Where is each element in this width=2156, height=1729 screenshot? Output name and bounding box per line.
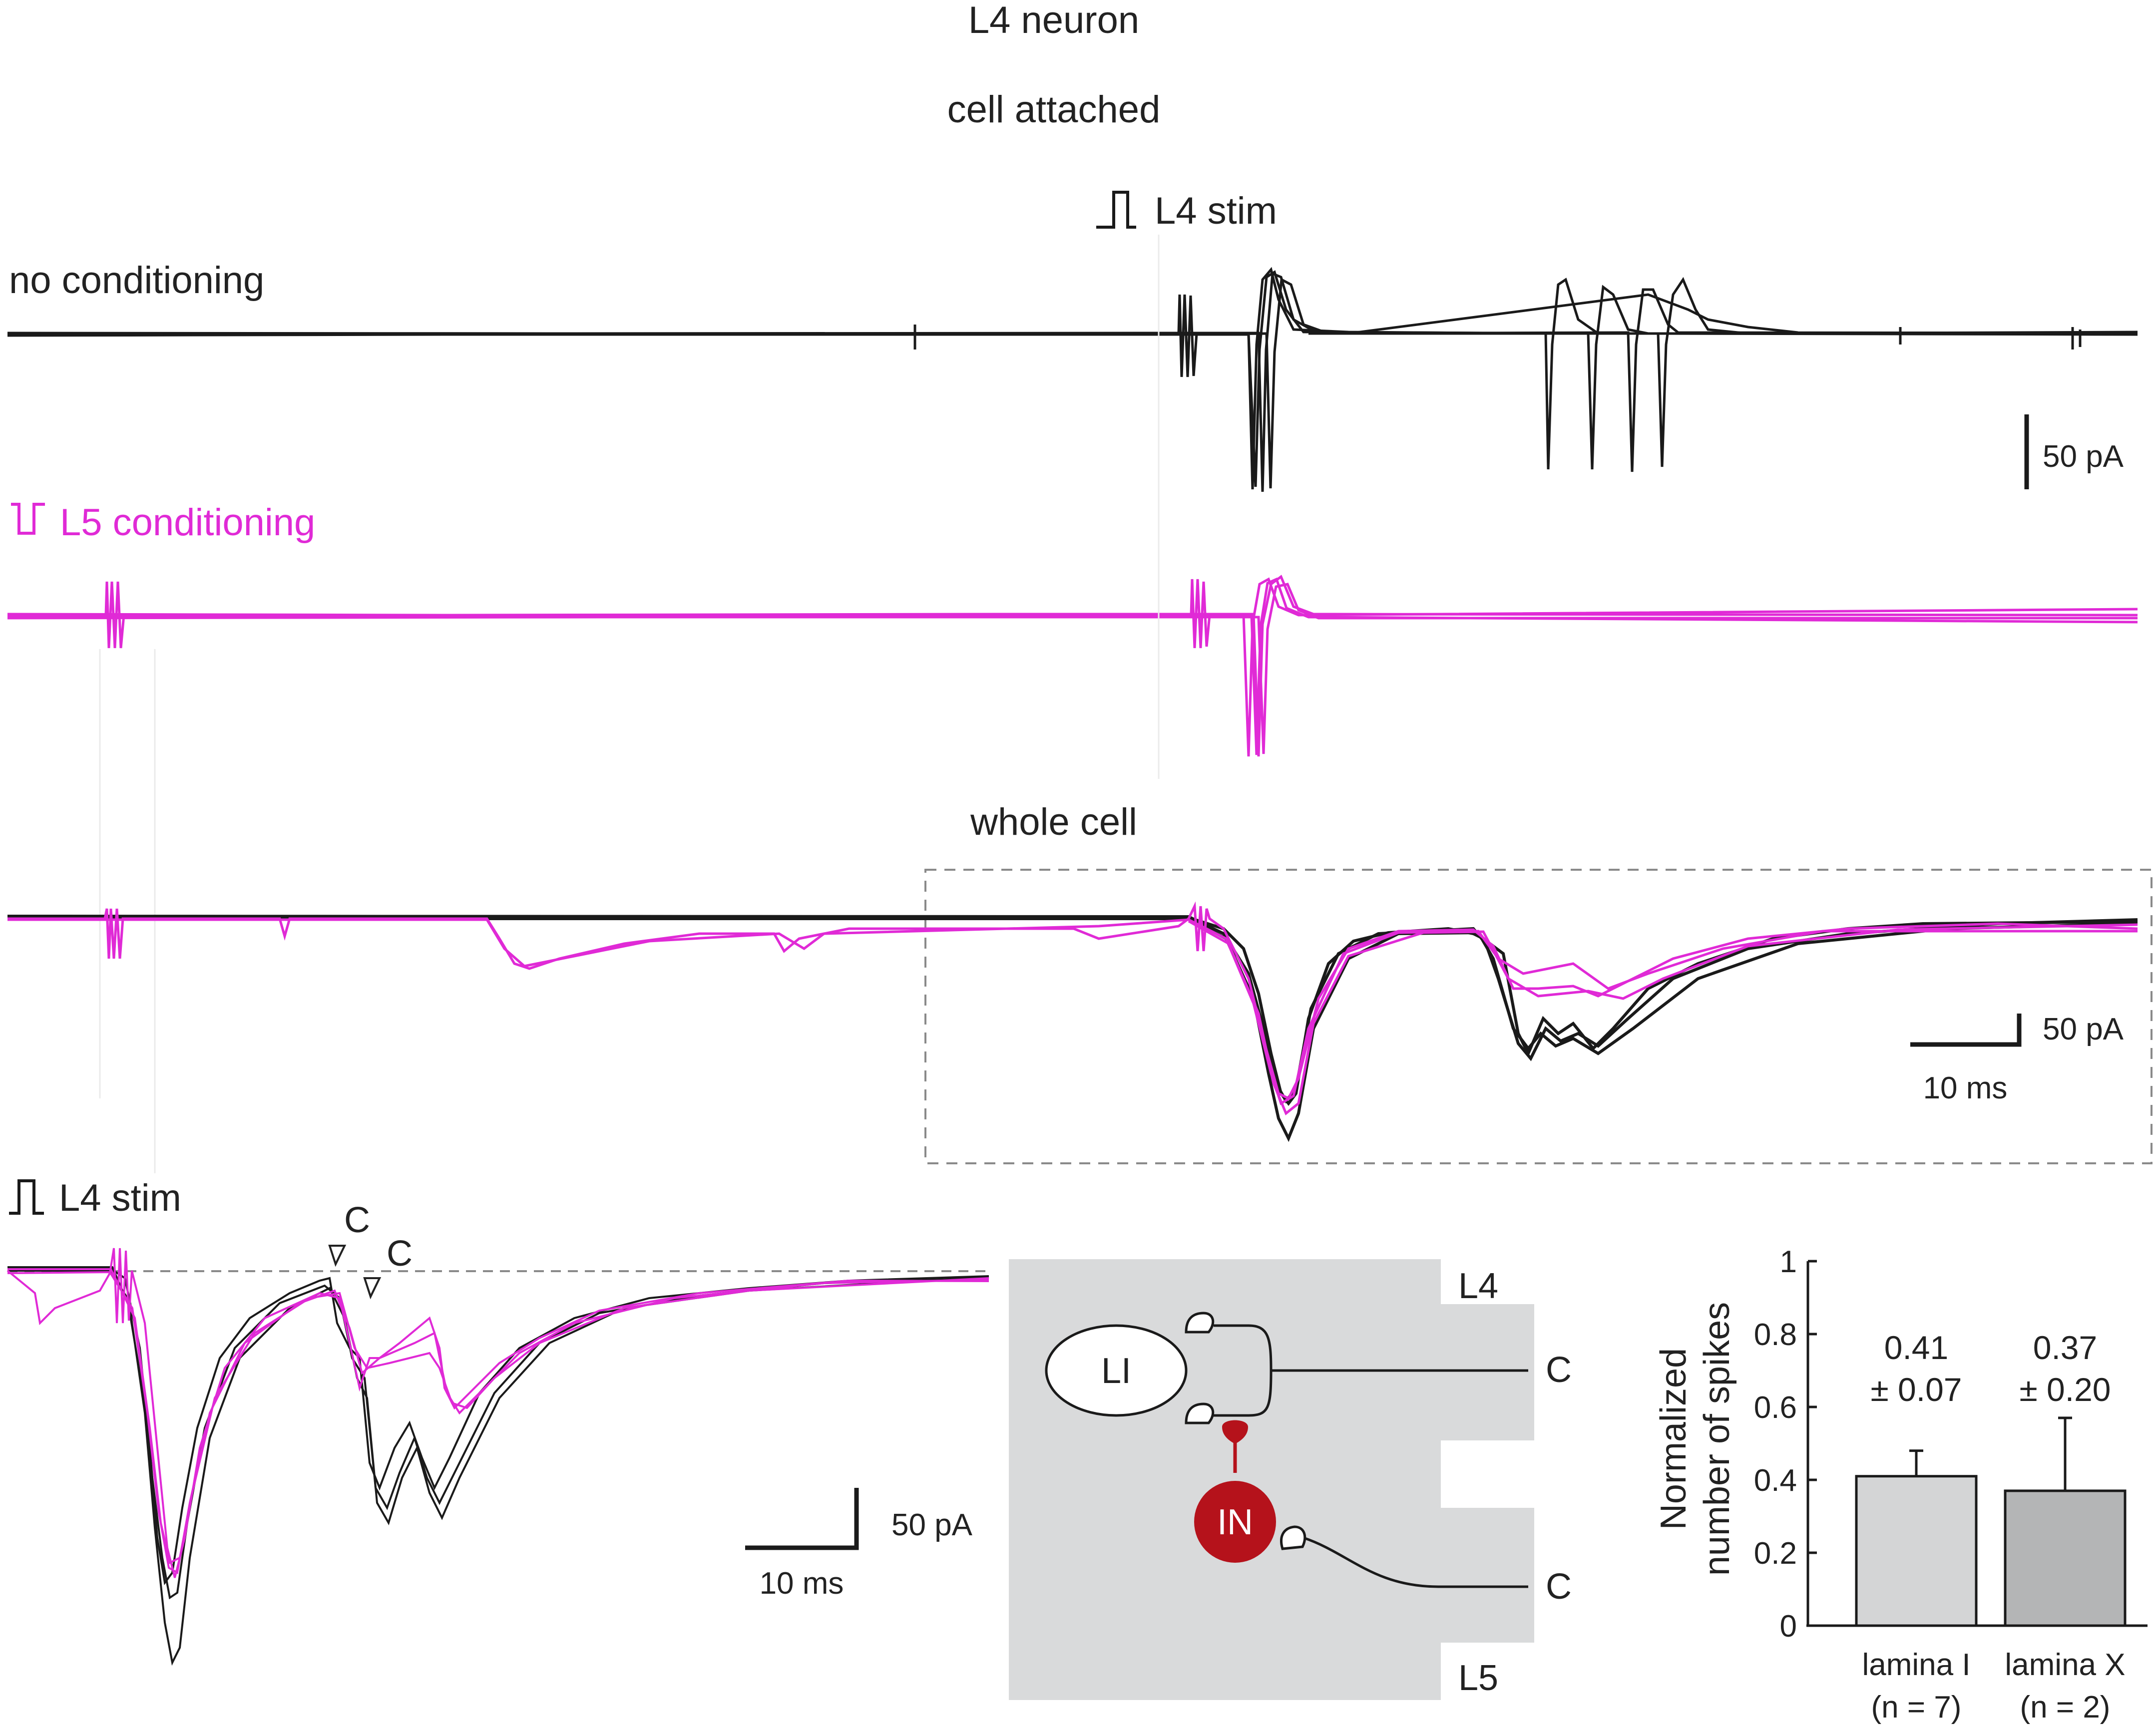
whole-cell-control-3 — [7, 917, 2138, 1142]
c-fiber-upper — [1214, 1324, 1528, 1417]
synapse-in — [1280, 1525, 1306, 1550]
circuit-diagram: L4 L5 LI IN C C — [1009, 1259, 1572, 1700]
c-fiber-markers: C C — [328, 1200, 413, 1300]
conditioned-trace-2 — [7, 577, 2138, 755]
scale-50pA-label-1: 50 pA — [2043, 439, 2124, 474]
category-label-1: lamina X — [2005, 1648, 2125, 1682]
inset-conditioned-3 — [7, 1268, 989, 1564]
scale-10ms-label-2: 10 ms — [760, 1566, 844, 1601]
scale-50pA-label-3: 50 pA — [891, 1508, 973, 1542]
synapse-top — [1185, 1312, 1215, 1334]
no-conditioning-label: no conditioning — [9, 259, 264, 302]
y-tick-label-2: 0.4 — [1754, 1463, 1797, 1498]
control-trace-3 — [7, 272, 2138, 492]
scale-bar-whole-cell: 50 pA 10 ms — [1910, 1012, 2124, 1105]
diagram-LI: LI — [1101, 1351, 1131, 1391]
diagram-C-lower: C — [1546, 1567, 1572, 1607]
inset-conditioned-1 — [6, 1248, 989, 1578]
scale-bar-inset: 50 pA 10 ms — [745, 1488, 973, 1601]
scale-50pA-label-2: 50 pA — [2043, 1012, 2124, 1046]
inset-conditioned-traces — [6, 1248, 989, 1578]
lamina-i-neuron — [1045, 1324, 1188, 1417]
diagram-C-upper: C — [1546, 1350, 1572, 1390]
bar-mean-label-0: 0.41 — [1884, 1329, 1948, 1366]
bar-sem-label-1: ± 0.20 — [2019, 1371, 2111, 1408]
whole-cell-conditioned-2 — [7, 918, 2138, 1105]
l4-stim-text-top: L4 stim — [1155, 190, 1277, 232]
l4-stim-label-top: L4 stim — [1096, 190, 1277, 232]
y-tick-label-4: 0.8 — [1754, 1318, 1797, 1352]
inset-dashed-box — [924, 869, 2153, 1164]
figure-title: L4 neuron — [968, 0, 1139, 41]
scale-bar-cell-attached: 50 pA — [2024, 414, 2124, 489]
l5-conditioning-text: L5 conditioning — [60, 501, 315, 544]
y-ticks: 0 0.2 0.4 0.6 0.8 1 — [1754, 1245, 1817, 1644]
bars: 0.41 ± 0.07 lamina I (n = 7) 0.37 ± 0.20 lamin… — [1855, 1329, 2127, 1725]
l4-stim-label-bottom: L4 stim — [9, 1177, 181, 1219]
scale-bar-l-inset — [745, 1488, 859, 1550]
whole-cell-control-traces — [7, 915, 2138, 1142]
whole-cell-control-2 — [7, 915, 2138, 1104]
interneuron-terminal — [1222, 1420, 1248, 1444]
c-label-1: C — [344, 1200, 370, 1240]
interneuron — [1194, 1481, 1276, 1563]
y-axis-label-line2: number of spikes — [1697, 1302, 1737, 1576]
stim-alignment-guides — [99, 235, 1160, 1173]
open-triangle-arrowhead-icon — [363, 1277, 382, 1300]
cell-attached-heading: cell attached — [947, 88, 1161, 131]
c-label-2: C — [387, 1234, 413, 1274]
category-n-label-0: (n = 7) — [1871, 1690, 1962, 1725]
l4-stim-text-bottom: L4 stim — [59, 1177, 181, 1219]
whole-cell-conditioned-traces — [7, 901, 2138, 1116]
y-tick-label-3: 0.6 — [1754, 1390, 1797, 1425]
control-trace-1 — [7, 267, 2138, 490]
bar-0 — [1855, 1475, 1978, 1627]
pulse-up-icon — [9, 1179, 44, 1215]
cell-attached-control-traces — [7, 267, 2138, 492]
bar-1 — [2004, 1489, 2127, 1627]
l5-conditioning-label: L5 conditioning — [11, 501, 315, 544]
scale-bar-l — [1910, 1014, 2022, 1047]
synapse-bottom — [1185, 1402, 1215, 1424]
y-tick-label-0: 0 — [1780, 1609, 1797, 1644]
whole-cell-conditioned-1 — [7, 901, 2138, 1100]
y-tick-label-5: 1 — [1780, 1245, 1797, 1279]
diagram-L5: L5 — [1458, 1658, 1498, 1698]
conditioned-trace-3 — [7, 575, 2138, 757]
pulse-down-icon — [11, 503, 45, 535]
conditioned-trace-1 — [7, 577, 2138, 757]
scale-10ms-label-1: 10 ms — [1923, 1071, 2008, 1105]
control-trace-4 — [7, 277, 2138, 489]
bar-sem-label-0: ± 0.07 — [1870, 1371, 1962, 1408]
bar-chart: Normalized number of spikes 0 0.2 0.4 0.6 0.… — [1654, 1245, 2148, 1725]
spinal-cord-slice — [1009, 1259, 1534, 1700]
y-tick-label-1: 0.2 — [1754, 1536, 1797, 1571]
diagram-IN: IN — [1217, 1502, 1253, 1542]
c-fiber-lower — [1303, 1536, 1528, 1588]
bar-mean-label-1: 0.37 — [2033, 1329, 2097, 1366]
y-axis-label-line1: Normalized — [1654, 1348, 1694, 1530]
conditioned-trace-4 — [7, 583, 2138, 754]
pulse-up-icon — [1096, 191, 1136, 229]
whole-cell-control-1 — [7, 916, 2138, 1106]
category-label-0: lamina I — [1862, 1648, 1970, 1682]
cell-attached-conditioned-traces — [7, 575, 2138, 757]
category-n-label-1: (n = 2) — [2020, 1690, 2111, 1725]
diagram-L4: L4 — [1458, 1266, 1498, 1306]
control-trace-2 — [7, 270, 2138, 487]
whole-cell-heading: whole cell — [970, 801, 1137, 843]
open-triangle-arrowhead-icon — [328, 1245, 347, 1267]
control-trace-5 — [1308, 293, 1798, 335]
whole-cell-conditioned-3 — [1188, 920, 2138, 1116]
